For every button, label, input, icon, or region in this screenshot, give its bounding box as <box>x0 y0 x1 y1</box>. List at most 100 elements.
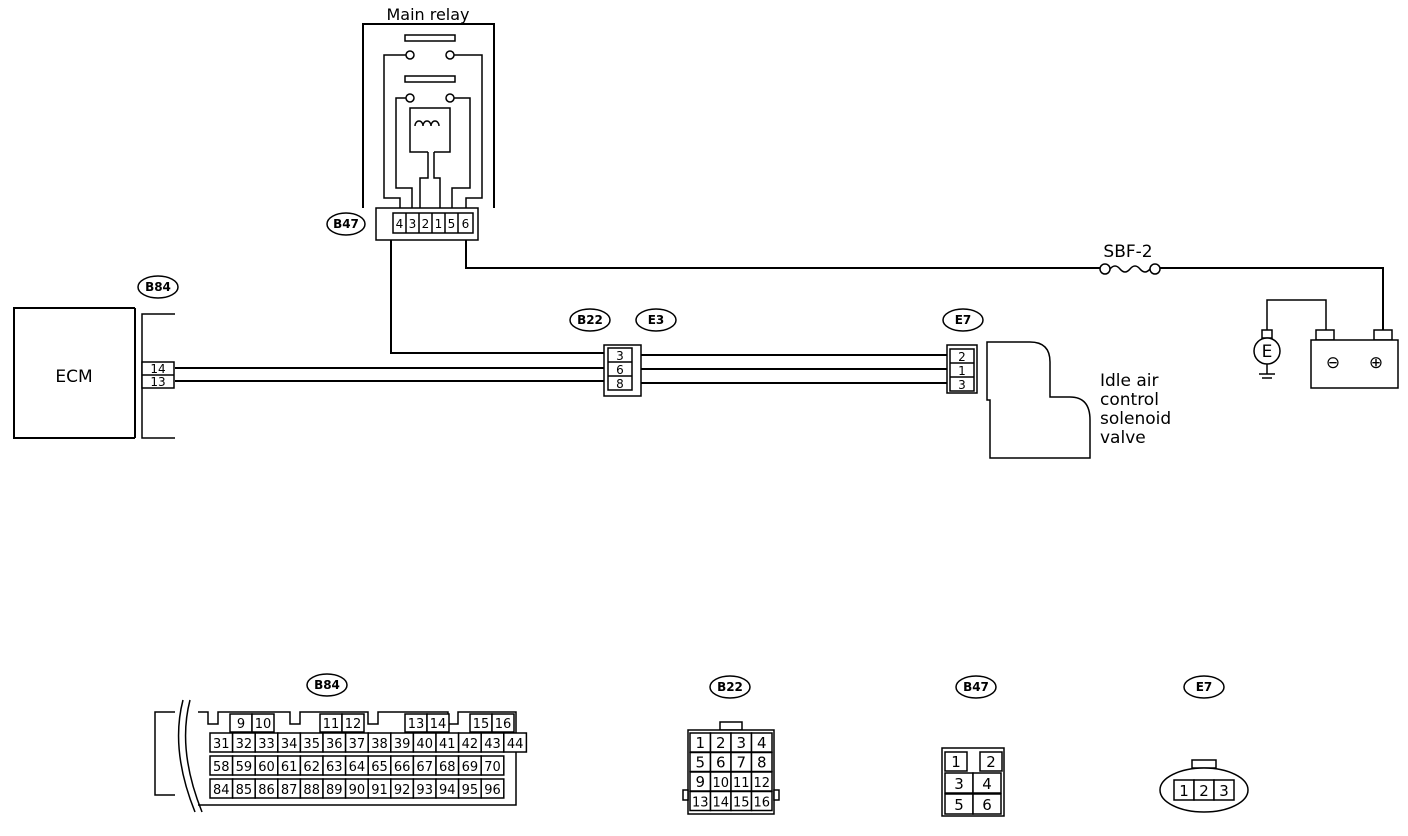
b84-pin-10: 10 <box>255 717 272 732</box>
relay-wire-5 <box>419 152 429 208</box>
b47-pin-6: 6 <box>462 217 470 231</box>
b22-pin-5: 5 <box>695 754 705 772</box>
b47-pin-4: 4 <box>396 217 404 231</box>
b22-pin-2: 2 <box>716 734 726 752</box>
b84-pin-41: 41 <box>439 737 456 752</box>
e7-view-pin-3: 3 <box>1219 782 1229 800</box>
b84-pin-11: 11 <box>323 717 340 732</box>
b47-tag <box>326 212 366 236</box>
b47-pin-3: 3 <box>409 217 417 231</box>
battery-plus: ⊕ <box>1369 353 1383 373</box>
b22-pin-10: 10 <box>712 776 729 791</box>
e7-view-pin-3-cell <box>1213 779 1235 801</box>
svg-text:B84: B84 <box>145 280 171 294</box>
valve-label-3: solenoid <box>1100 409 1171 429</box>
svg-text:B22: B22 <box>577 313 603 327</box>
e3-tag <box>635 308 677 332</box>
b84-pin-87: 87 <box>281 783 298 798</box>
b84-pin-15: 15 <box>473 717 490 732</box>
b84-pin-40: 40 <box>416 737 433 752</box>
relay-wire-6 <box>433 152 441 208</box>
b84-pin-32: 32 <box>236 737 253 752</box>
b84-pin-44-cell <box>503 732 528 753</box>
relay-contact-c <box>405 93 415 103</box>
svg-text:B47: B47 <box>333 217 359 231</box>
wire-fuse-to-battery <box>1160 267 1384 330</box>
wire-relay-to-fuse <box>465 240 1100 269</box>
b84-pin-33: 33 <box>258 737 275 752</box>
b84-pin-96-cell <box>480 778 505 799</box>
e7-view-tag <box>1183 675 1225 699</box>
b84-tag <box>137 275 179 299</box>
b84-pin-70-cell <box>480 755 505 776</box>
b84-pin-68: 68 <box>439 760 456 775</box>
b84-pin-63: 63 <box>326 760 343 775</box>
b84-pin-93: 93 <box>416 783 433 798</box>
joint-pin-3: 3 <box>616 349 624 363</box>
b84-pin-85: 85 <box>236 783 253 798</box>
e7-pin-2: 2 <box>958 350 966 364</box>
b84-pin-14-cell <box>426 713 450 733</box>
b47-view-pin-2: 2 <box>986 753 996 771</box>
b47-view-pin-6: 6 <box>982 796 992 814</box>
b84-pin-35: 35 <box>303 737 320 752</box>
b22-pin-16: 16 <box>753 796 770 811</box>
wires <box>175 240 1384 384</box>
b84-pin-13: 13 <box>408 717 425 732</box>
b22-pin-15: 15 <box>733 796 750 811</box>
b84-pin-36: 36 <box>326 737 343 752</box>
fuse-sbf2: SBF-2 <box>1099 242 1161 275</box>
b84-pin-62: 62 <box>303 760 320 775</box>
b84-pin-12-cell <box>341 713 365 733</box>
e7-view-pin-2: 2 <box>1199 782 1209 800</box>
relay-contact-bar-top <box>404 34 456 42</box>
b84-pin-96: 96 <box>484 783 501 798</box>
b47-pin-5: 5 <box>448 217 456 231</box>
b84-pin-34: 34 <box>281 737 298 752</box>
e7-pin-1: 1 <box>958 364 966 378</box>
fuse-icon <box>1109 265 1151 273</box>
svg-text:B47: B47 <box>963 680 989 694</box>
b47-connector: B47 4 3 2 1 5 6 <box>326 207 479 241</box>
b22-pin-9: 9 <box>695 773 705 791</box>
relay-coil-icon <box>414 120 440 127</box>
b84-pin-9: 9 <box>237 717 245 732</box>
relay-wire-4 <box>451 97 471 208</box>
b84-pin-94: 94 <box>439 783 456 798</box>
valve-label-4: valve <box>1100 428 1146 448</box>
b84-pin-65: 65 <box>371 760 388 775</box>
b84-pin-16-cell <box>491 713 515 733</box>
b47-view-pin-5: 5 <box>954 796 964 814</box>
e7-view-pin-1: 1 <box>1179 782 1189 800</box>
b84-pin-38: 38 <box>371 737 388 752</box>
b84-pin-59: 59 <box>236 760 253 775</box>
relay-case-outer <box>362 23 495 208</box>
ground-e-label: E <box>1262 342 1273 362</box>
b84-pin-88: 88 <box>303 783 320 798</box>
b84-pin-67: 67 <box>416 760 433 775</box>
b22-pin-4: 4 <box>757 734 767 752</box>
b22-pin-6: 6 <box>716 754 726 772</box>
b84-pin-92: 92 <box>394 783 411 798</box>
b84-pin-86: 86 <box>258 783 275 798</box>
b84-pin-43: 43 <box>484 737 501 752</box>
b47-view-pin-3: 3 <box>954 775 964 793</box>
e7-tag <box>942 308 984 332</box>
e7-pin-3: 3 <box>958 378 966 392</box>
b84-pin-37: 37 <box>349 737 366 752</box>
b84-pin-70: 70 <box>484 760 501 775</box>
b47-pin-2: 2 <box>422 217 430 231</box>
valve-label-1: Idle air <box>1100 371 1159 391</box>
b47-view-pin-4: 4 <box>982 775 992 793</box>
b84-pin-42: 42 <box>462 737 479 752</box>
b84-pin-44: 44 <box>507 737 524 752</box>
b84-pin-60: 60 <box>258 760 275 775</box>
joint-pin-8: 8 <box>616 377 624 391</box>
